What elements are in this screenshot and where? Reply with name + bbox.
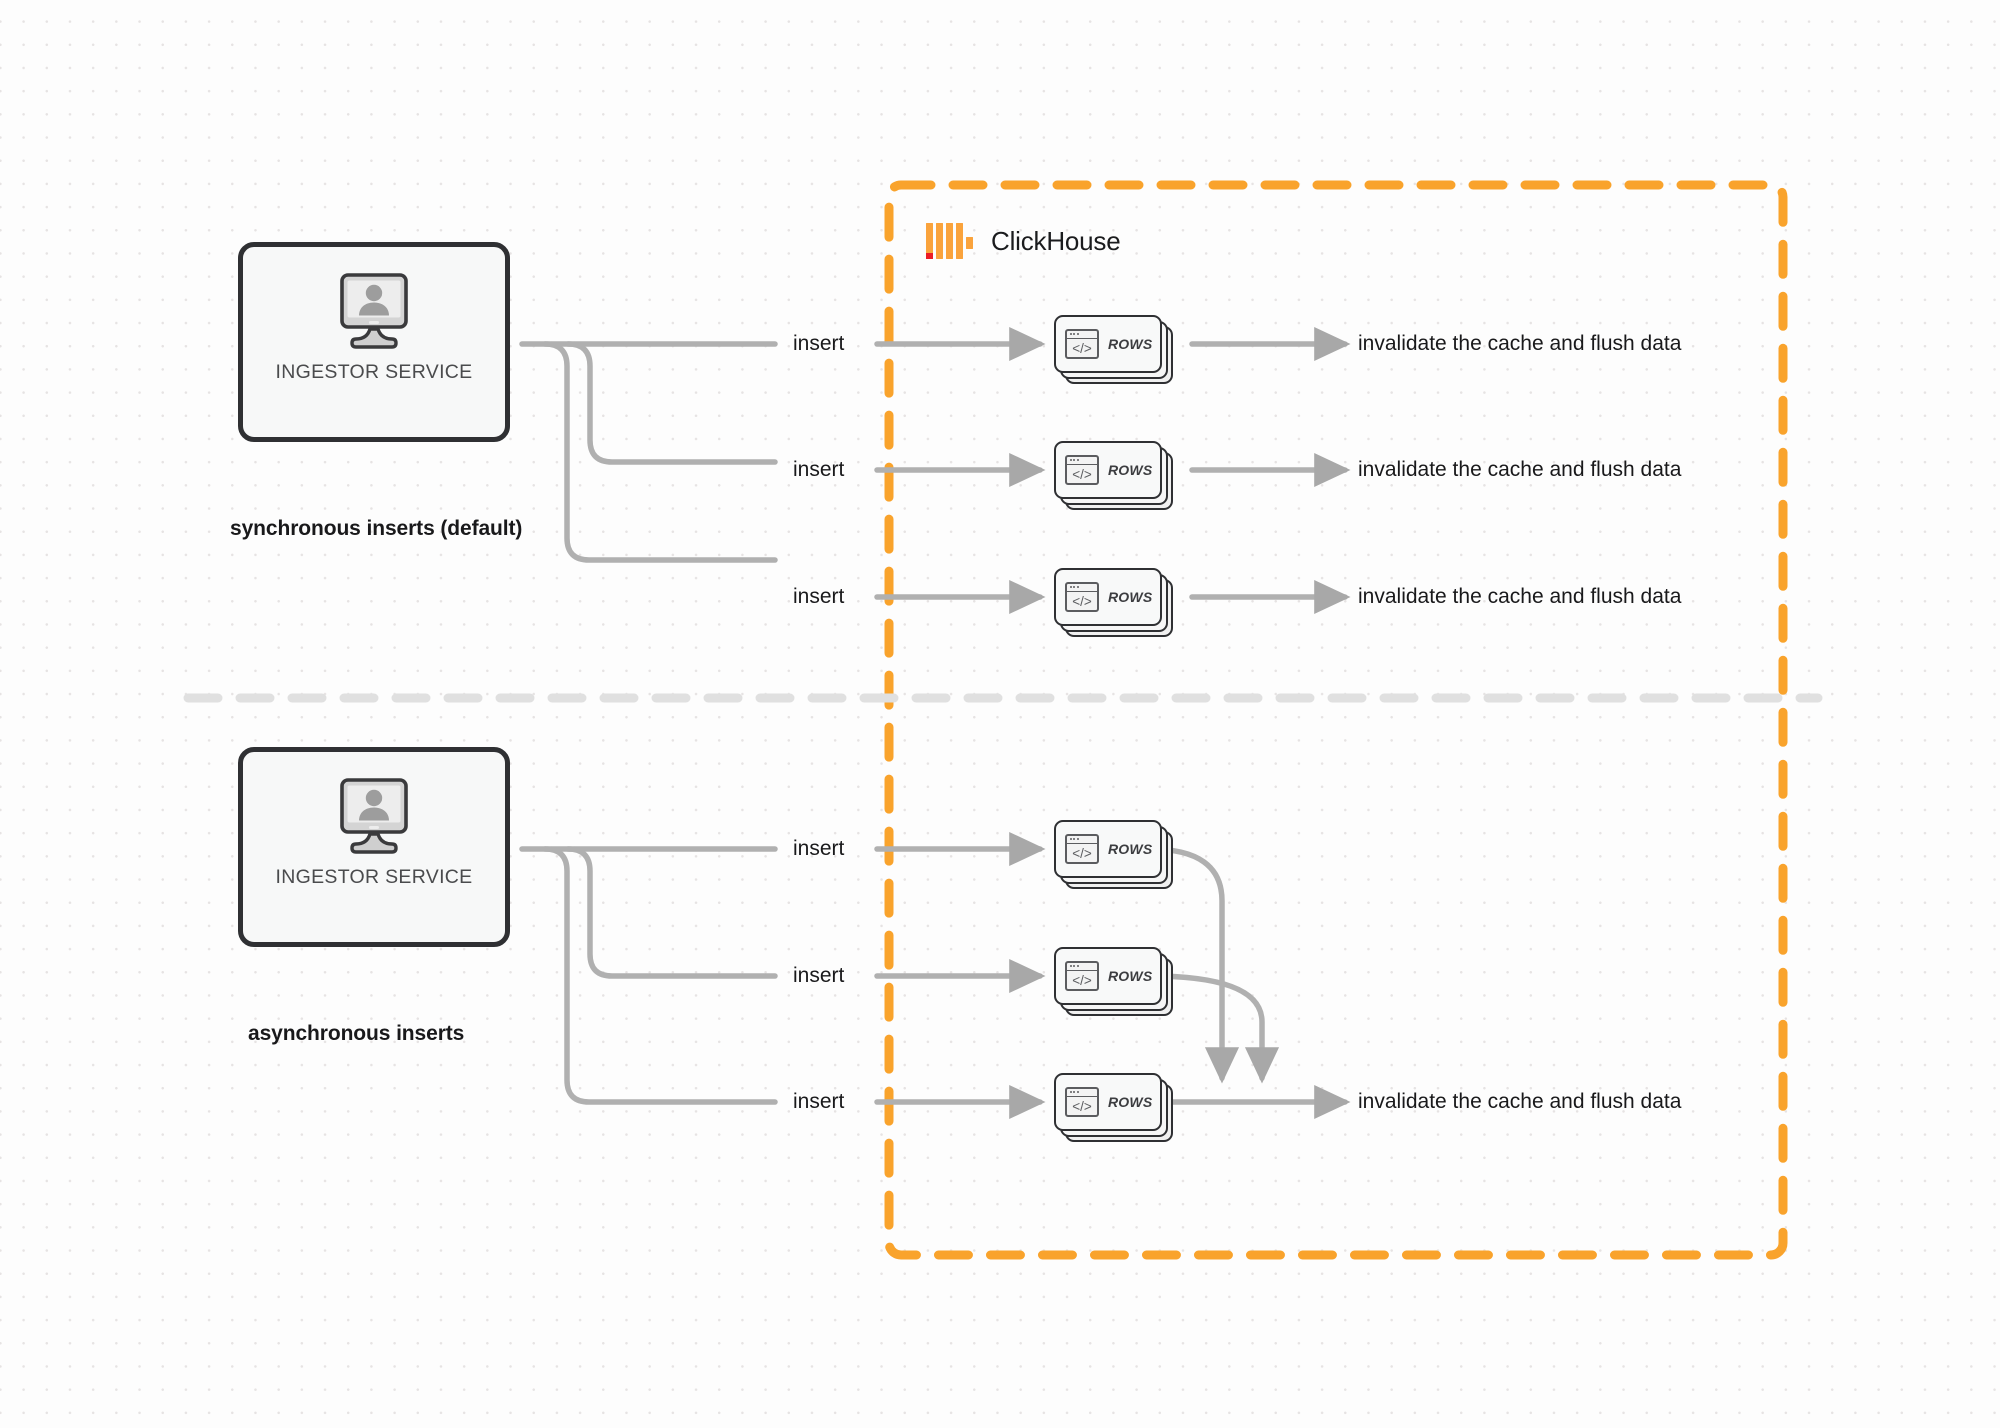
rows-card-async-2[interactable]: </> ROWS (1054, 947, 1174, 1017)
card-face: </> ROWS (1054, 441, 1162, 499)
result-label-sync-1: invalidate the cache and flush data (1358, 332, 1682, 355)
insert-label-sync-3: insert (793, 585, 845, 608)
async-branch-3 (542, 846, 778, 1105)
insert-label-async-3: insert (793, 1090, 845, 1113)
code-glyph: </> (1072, 845, 1092, 861)
rows-label: ROWS (1108, 589, 1153, 605)
code-glyph: </> (1072, 1098, 1092, 1114)
clickhouse-brand: ClickHouse (926, 223, 1121, 259)
result-label-sync-3: invalidate the cache and flush data (1358, 585, 1682, 608)
code-window-icon: </> (1065, 329, 1099, 359)
code-glyph: </> (1072, 466, 1092, 482)
rows-card-sync-3[interactable]: </> ROWS (1054, 568, 1174, 638)
section-caption-asynchronous: asynchronous inserts (248, 1022, 465, 1045)
code-window-icon: </> (1065, 834, 1099, 864)
insert-label-sync-2: insert (793, 458, 845, 481)
rows-card-async-3[interactable]: </> ROWS (1054, 1073, 1174, 1143)
card-face: </> ROWS (1054, 947, 1162, 1005)
code-window-icon: </> (1065, 961, 1099, 991)
card-face: </> ROWS (1054, 820, 1162, 878)
rows-card-async-1[interactable]: </> ROWS (1054, 820, 1174, 890)
code-glyph: </> (1072, 340, 1092, 356)
user-monitor-icon (340, 273, 408, 349)
rows-card-sync-2[interactable]: </> ROWS (1054, 441, 1174, 511)
code-window-icon: </> (1065, 1087, 1099, 1117)
async-branch-2 (565, 846, 778, 979)
clickhouse-boundary (884, 180, 1788, 1260)
rows-label: ROWS (1108, 336, 1153, 352)
insert-label-sync-1: insert (793, 332, 845, 355)
card-face: </> ROWS (1054, 1073, 1162, 1131)
rows-label: ROWS (1108, 968, 1153, 984)
user-monitor-icon (340, 778, 408, 854)
clickhouse-wordmark: ClickHouse (991, 225, 1121, 256)
result-label-async: invalidate the cache and flush data (1358, 1090, 1682, 1113)
code-window-icon: </> (1065, 455, 1099, 485)
clickhouse-logo-icon (926, 223, 973, 259)
code-glyph: </> (1072, 593, 1092, 609)
sync-branch-3 (542, 341, 778, 563)
sync-branch-2 (565, 341, 778, 465)
rows-label: ROWS (1108, 1094, 1153, 1110)
result-label-sync-2: invalidate the cache and flush data (1358, 458, 1682, 481)
sidebar-item-ingestor-service-sync[interactable]: INGESTOR SERVICE (238, 242, 510, 442)
code-glyph: </> (1072, 972, 1092, 988)
card-face: </> ROWS (1054, 568, 1162, 626)
code-window-icon: </> (1065, 582, 1099, 612)
rows-label: ROWS (1108, 462, 1153, 478)
rows-card-sync-1[interactable]: </> ROWS (1054, 315, 1174, 385)
sidebar-item-ingestor-service-async[interactable]: INGESTOR SERVICE (238, 747, 510, 947)
insert-label-async-2: insert (793, 964, 845, 987)
card-face: </> ROWS (1054, 315, 1162, 373)
service-label: INGESTOR SERVICE (275, 866, 473, 888)
service-label: INGESTOR SERVICE (275, 361, 473, 383)
rows-label: ROWS (1108, 841, 1153, 857)
insert-label-async-1: insert (793, 837, 845, 860)
section-caption-synchronous: synchronous inserts (default) (230, 517, 523, 540)
